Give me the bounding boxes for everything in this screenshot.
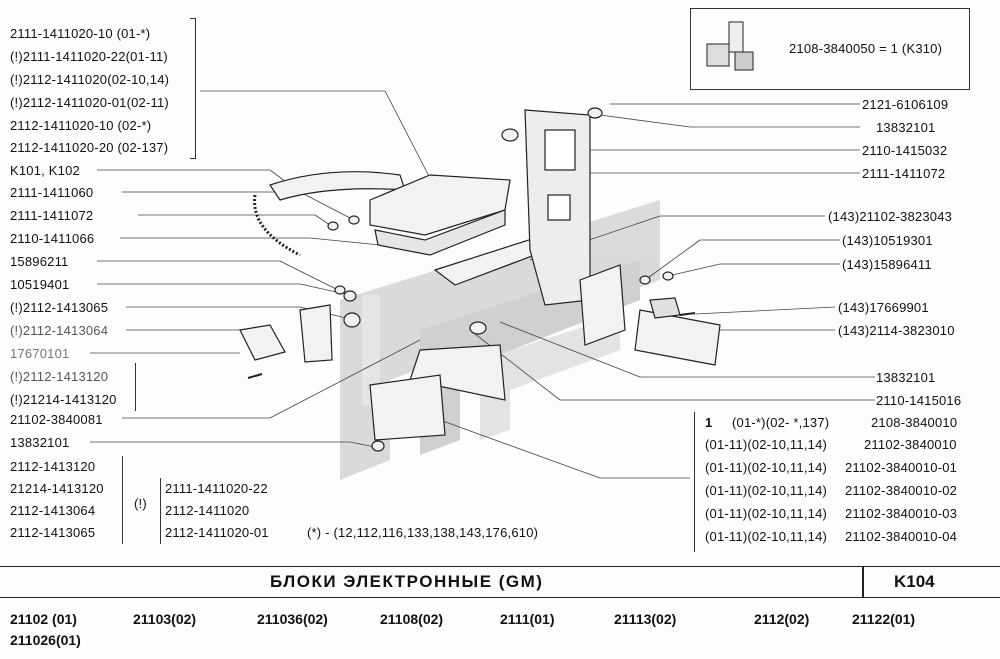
variant-condition: (01-11)(02-10,11,14): [705, 529, 828, 544]
part-label: 13832101: [876, 370, 936, 385]
part-label: 13832101: [876, 120, 936, 135]
part-label: (!)2112-1413120: [10, 369, 109, 384]
part-label: 2111-1411020-10 (01-*): [10, 26, 151, 41]
model-label: 21113(02): [614, 611, 677, 627]
group-bracket: [135, 363, 136, 411]
variant-condition: (01-11)(02-10,11,14): [705, 460, 828, 475]
title-bar: БЛОКИ ЭЛЕКТРОННЫЕ (GM) K104: [0, 566, 1000, 598]
model-label: 21102 (01): [10, 611, 77, 627]
variant-condition: (01-11)(02-10,11,14): [705, 483, 828, 498]
part-label: (143)10519301: [842, 233, 933, 248]
variant-qty: 1: [705, 415, 713, 430]
variant-part: 21102-3840010-04: [845, 529, 958, 544]
page-title: БЛОКИ ЭЛЕКТРОННЫЕ (GM): [270, 572, 544, 591]
model-label: 211026(01): [10, 632, 81, 648]
group-bracket: [190, 158, 196, 159]
part-label: (143)17669901: [838, 300, 929, 315]
part-label: 2112-1413120: [10, 459, 96, 474]
group-bracket: [122, 456, 123, 544]
part-label: K101, K102: [10, 163, 80, 178]
model-label: 211036(02): [257, 611, 328, 627]
variant-part: 21102-3840010-01: [845, 460, 958, 475]
part-label: 2111-1411072: [10, 208, 94, 223]
part-label: (!)2111-1411020-22(01-11): [10, 49, 168, 64]
part-label: 2110-1411066: [10, 231, 95, 246]
group-bracket: [195, 18, 196, 158]
kit-label: 2108-3840050 = 1 (K310): [789, 41, 943, 56]
part-label: 15896211: [10, 254, 69, 269]
model-label: 2112(02): [754, 611, 810, 627]
page-code: K104: [894, 572, 935, 591]
part-label: 21102-3840081: [10, 412, 103, 427]
part-label: (143)2114-3823010: [838, 323, 955, 338]
part-label: 2110-1415016: [876, 393, 962, 408]
part-label: 2112-1411020: [165, 503, 250, 518]
part-label: (!)2112-1413065: [10, 300, 109, 315]
group-bracket: [190, 18, 196, 19]
model-label: 21108(02): [380, 611, 444, 627]
footnote: (*) - (12,112,116,133,138,143,176,610): [307, 525, 539, 540]
part-label: 2111-1411072: [862, 166, 946, 181]
part-label: 13832101: [10, 435, 70, 450]
part-label: 2111-1411020-22: [165, 481, 268, 496]
part-label: 2112-1411020-01: [165, 525, 269, 540]
model-label: 21122(01): [852, 611, 916, 627]
variant-part: 21102-3840010: [864, 437, 957, 452]
variant-part: 21102-3840010-02: [845, 483, 958, 498]
part-label: (!)21214-1413120: [10, 392, 117, 407]
title-divider: [862, 567, 864, 597]
variant-condition: (01-11)(02-10,11,14): [705, 437, 828, 452]
part-label: (!)2112-1411020(02-10,14): [10, 72, 170, 87]
part-label: (143)21102-3823043: [828, 209, 953, 224]
model-label: 2111(01): [500, 611, 555, 627]
part-label: (!)2112-1411020-01(02-11): [10, 95, 169, 110]
model-label: 21103(02): [133, 611, 197, 627]
group-bracket: [160, 478, 161, 544]
part-label: 21214-1413120: [10, 481, 104, 496]
exploded-diagram: [90, 90, 875, 480]
kit-icon: [706, 21, 754, 71]
part-label: 2111-1411060: [10, 185, 94, 200]
kit-box: 2108-3840050 = 1 (K310): [690, 8, 970, 90]
variants-bracket: [694, 412, 695, 552]
part-label: 2112-1411020-10 (02-*): [10, 118, 152, 133]
variant-part: 21102-3840010-03: [845, 506, 958, 521]
interchange-mark: (!): [134, 496, 147, 511]
part-label: 2110-1415032: [862, 143, 948, 158]
part-label: 17670101: [10, 346, 70, 361]
variant-condition: (01-*)(02- *,137): [732, 415, 830, 430]
part-label: (143)15896411: [842, 257, 932, 272]
part-label: 2112-1413064: [10, 503, 96, 518]
part-label: 2112-1413065: [10, 525, 96, 540]
part-label: 2112-1411020-20 (02-137): [10, 140, 169, 155]
part-label: 10519401: [10, 277, 70, 292]
variant-part: 2108-3840010: [871, 415, 958, 430]
variant-condition: (01-11)(02-10,11,14): [705, 506, 828, 521]
part-label: (!)2112-1413064: [10, 323, 109, 338]
part-label: 2121-6106109: [862, 97, 949, 112]
